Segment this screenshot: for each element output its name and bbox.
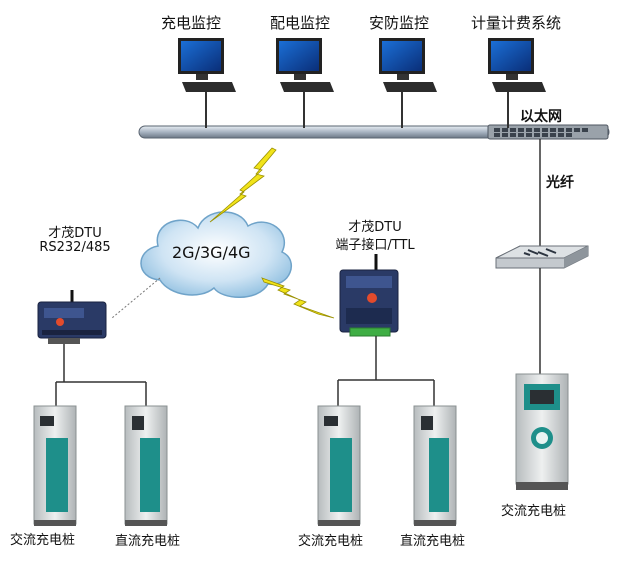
monitor-label-1: 充电监控 xyxy=(161,14,222,32)
charger-label-5: 交流充电桩 xyxy=(501,504,567,519)
dtu-device-right xyxy=(339,254,399,337)
dtu-right-line2: 端子接口/TTL xyxy=(335,238,415,253)
right-charger-bus xyxy=(337,336,435,408)
router-icon xyxy=(495,245,589,269)
charging-pile-3 xyxy=(317,405,361,526)
monitor-icon-4 xyxy=(488,38,546,128)
dtu-right-line1: 才茂DTU xyxy=(348,220,402,235)
charging-pile-2 xyxy=(124,405,168,526)
ethernet-switch-icon xyxy=(487,124,609,140)
charging-pile-4 xyxy=(413,405,457,526)
fiber-label: 光纤 xyxy=(546,175,574,191)
wireless-link-left xyxy=(111,277,161,319)
monitor-label-3: 安防监控 xyxy=(369,14,430,32)
wireless-label: 2G/3G/4G xyxy=(172,243,251,262)
dtu-left-line1: 才茂DTU xyxy=(48,226,102,241)
lightning-icon-bottom xyxy=(261,277,335,319)
charger-label-2: 直流充电桩 xyxy=(115,534,181,549)
monitor-icon-3 xyxy=(379,38,437,128)
monitor-label-2: 配电监控 xyxy=(270,14,331,32)
monitor-icon-1 xyxy=(178,38,236,128)
cloud-icon xyxy=(140,211,293,298)
monitor-icon-2 xyxy=(276,38,334,128)
dtu-device-left xyxy=(37,290,107,344)
lightning-icon-top xyxy=(209,147,277,223)
dtu-left-line2: RS232/485 xyxy=(39,240,111,255)
left-charger-bus xyxy=(55,344,147,408)
charger-label-3: 交流充电桩 xyxy=(298,534,364,549)
charging-pile-1 xyxy=(33,405,77,526)
charger-label-4: 直流充电桩 xyxy=(400,534,466,549)
charging-pile-5 xyxy=(515,373,569,490)
charger-label-1: 交流充电桩 xyxy=(10,533,76,548)
monitor-label-4: 计量计费系统 xyxy=(471,14,562,32)
ethernet-label: 以太网 xyxy=(520,109,562,125)
